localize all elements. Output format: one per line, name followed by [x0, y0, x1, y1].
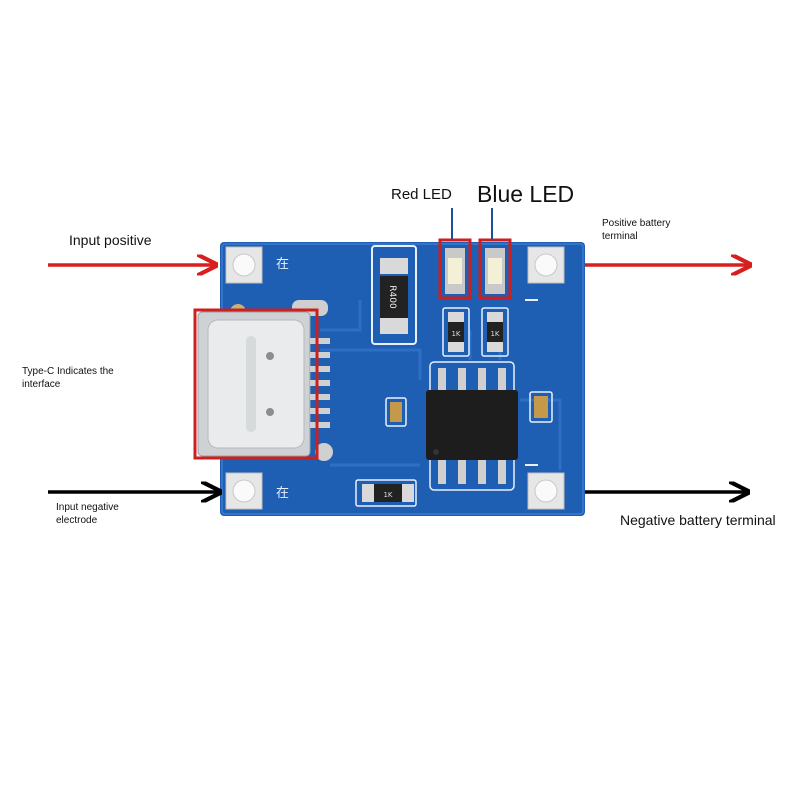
resistor-led-2: 1K	[481, 307, 509, 357]
capacitor-left	[385, 397, 407, 427]
capacitor-right	[529, 391, 553, 423]
svg-text:1K: 1K	[490, 330, 499, 338]
resistor-main: R400	[371, 245, 417, 345]
label-negative-battery-terminal: Negative battery terminal	[620, 512, 776, 528]
label-positive-battery-terminal: Positive battery terminal	[602, 218, 671, 242]
blue-led	[485, 248, 505, 294]
label-input-positive: Input positive	[69, 232, 152, 248]
pad-input-positive	[225, 246, 263, 284]
label-type-c-interface: Type-C Indicates the interface	[22, 366, 114, 390]
label-red-led: Red LED	[391, 186, 452, 203]
svg-text:R400: R400	[387, 285, 397, 309]
resistor-bottom: 1K	[355, 479, 417, 507]
blue-led-highlight	[478, 238, 512, 300]
svg-text:1K: 1K	[383, 491, 392, 499]
pcb-traces	[320, 300, 562, 470]
pad-positive-battery	[527, 246, 565, 284]
pad-mark-bottom: 在	[276, 486, 289, 501]
red-led-highlight	[438, 238, 472, 300]
pad-input-negative	[225, 472, 263, 510]
label-input-negative: Input negative electrode	[56, 502, 119, 526]
type-c-connector	[197, 300, 333, 461]
label-blue-led: Blue LED	[477, 181, 575, 207]
pad-mark-top: 在	[276, 257, 289, 272]
red-led	[445, 248, 465, 294]
type-c-highlight	[193, 308, 319, 460]
svg-text:1K: 1K	[451, 330, 460, 338]
pad-negative-battery	[527, 472, 565, 510]
resistor-led-1: 1K	[442, 307, 470, 357]
charger-ic	[426, 361, 518, 491]
